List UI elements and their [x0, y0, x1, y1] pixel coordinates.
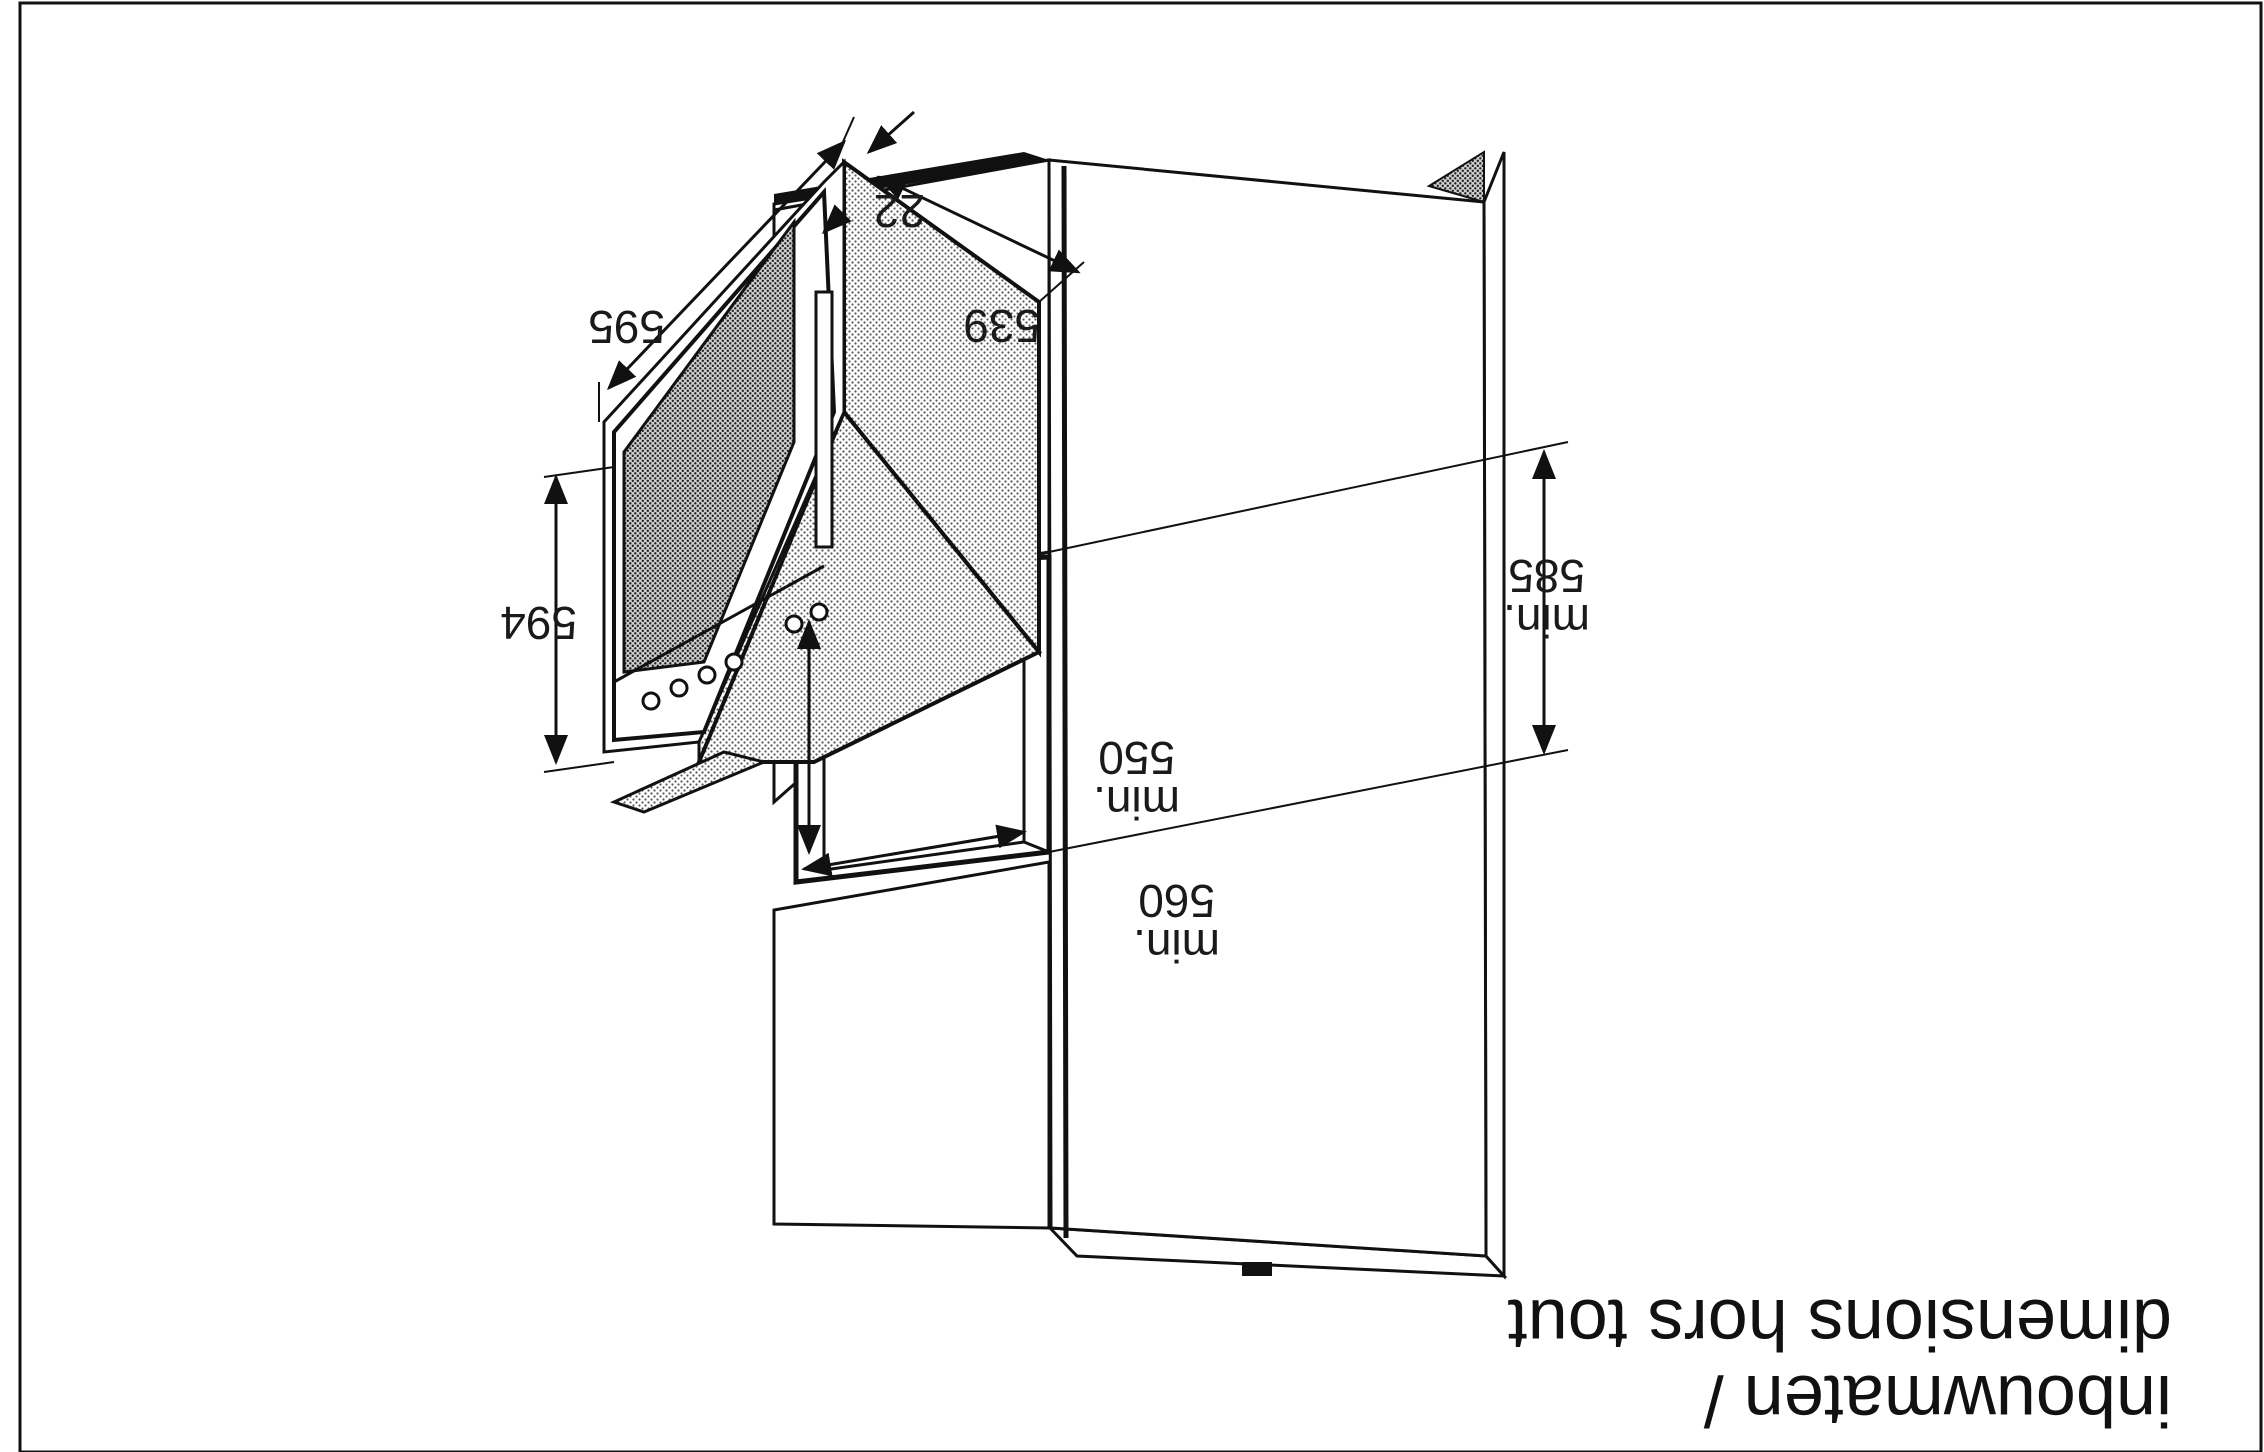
niche-depth-prefix: min. [1093, 777, 1180, 829]
front-label: 22 [874, 185, 925, 237]
niche-height-prefix: min. [1503, 595, 1590, 647]
dimension-labels: 595 594 539 22 min. 585 min. 550 min. 56… [500, 185, 1590, 972]
title-block: inbouwmaten / dimensions hors tout [1508, 1284, 2172, 1440]
oven-control-knobs [641, 602, 829, 711]
title-line-2: dimensions hors tout [1508, 1284, 2172, 1364]
oven-door-handle [814, 290, 834, 549]
niche-height-value: 585 [1508, 550, 1585, 602]
title-line-1: inbouwmaten / [1704, 1360, 2172, 1440]
width-label: 595 [588, 301, 665, 353]
rotated-diagram [543, 110, 1569, 1280]
niche-width-prefix: min. [1133, 920, 1220, 972]
depth-label: 539 [963, 300, 1040, 352]
niche-width-value: 560 [1138, 875, 1215, 927]
cabinet-top-hatch [1426, 150, 1485, 204]
height-label: 594 [500, 597, 577, 649]
dimension-lines [543, 110, 1569, 877]
page-frame [18, 1, 2263, 1452]
niche-depth-value: 550 [1098, 732, 1175, 784]
